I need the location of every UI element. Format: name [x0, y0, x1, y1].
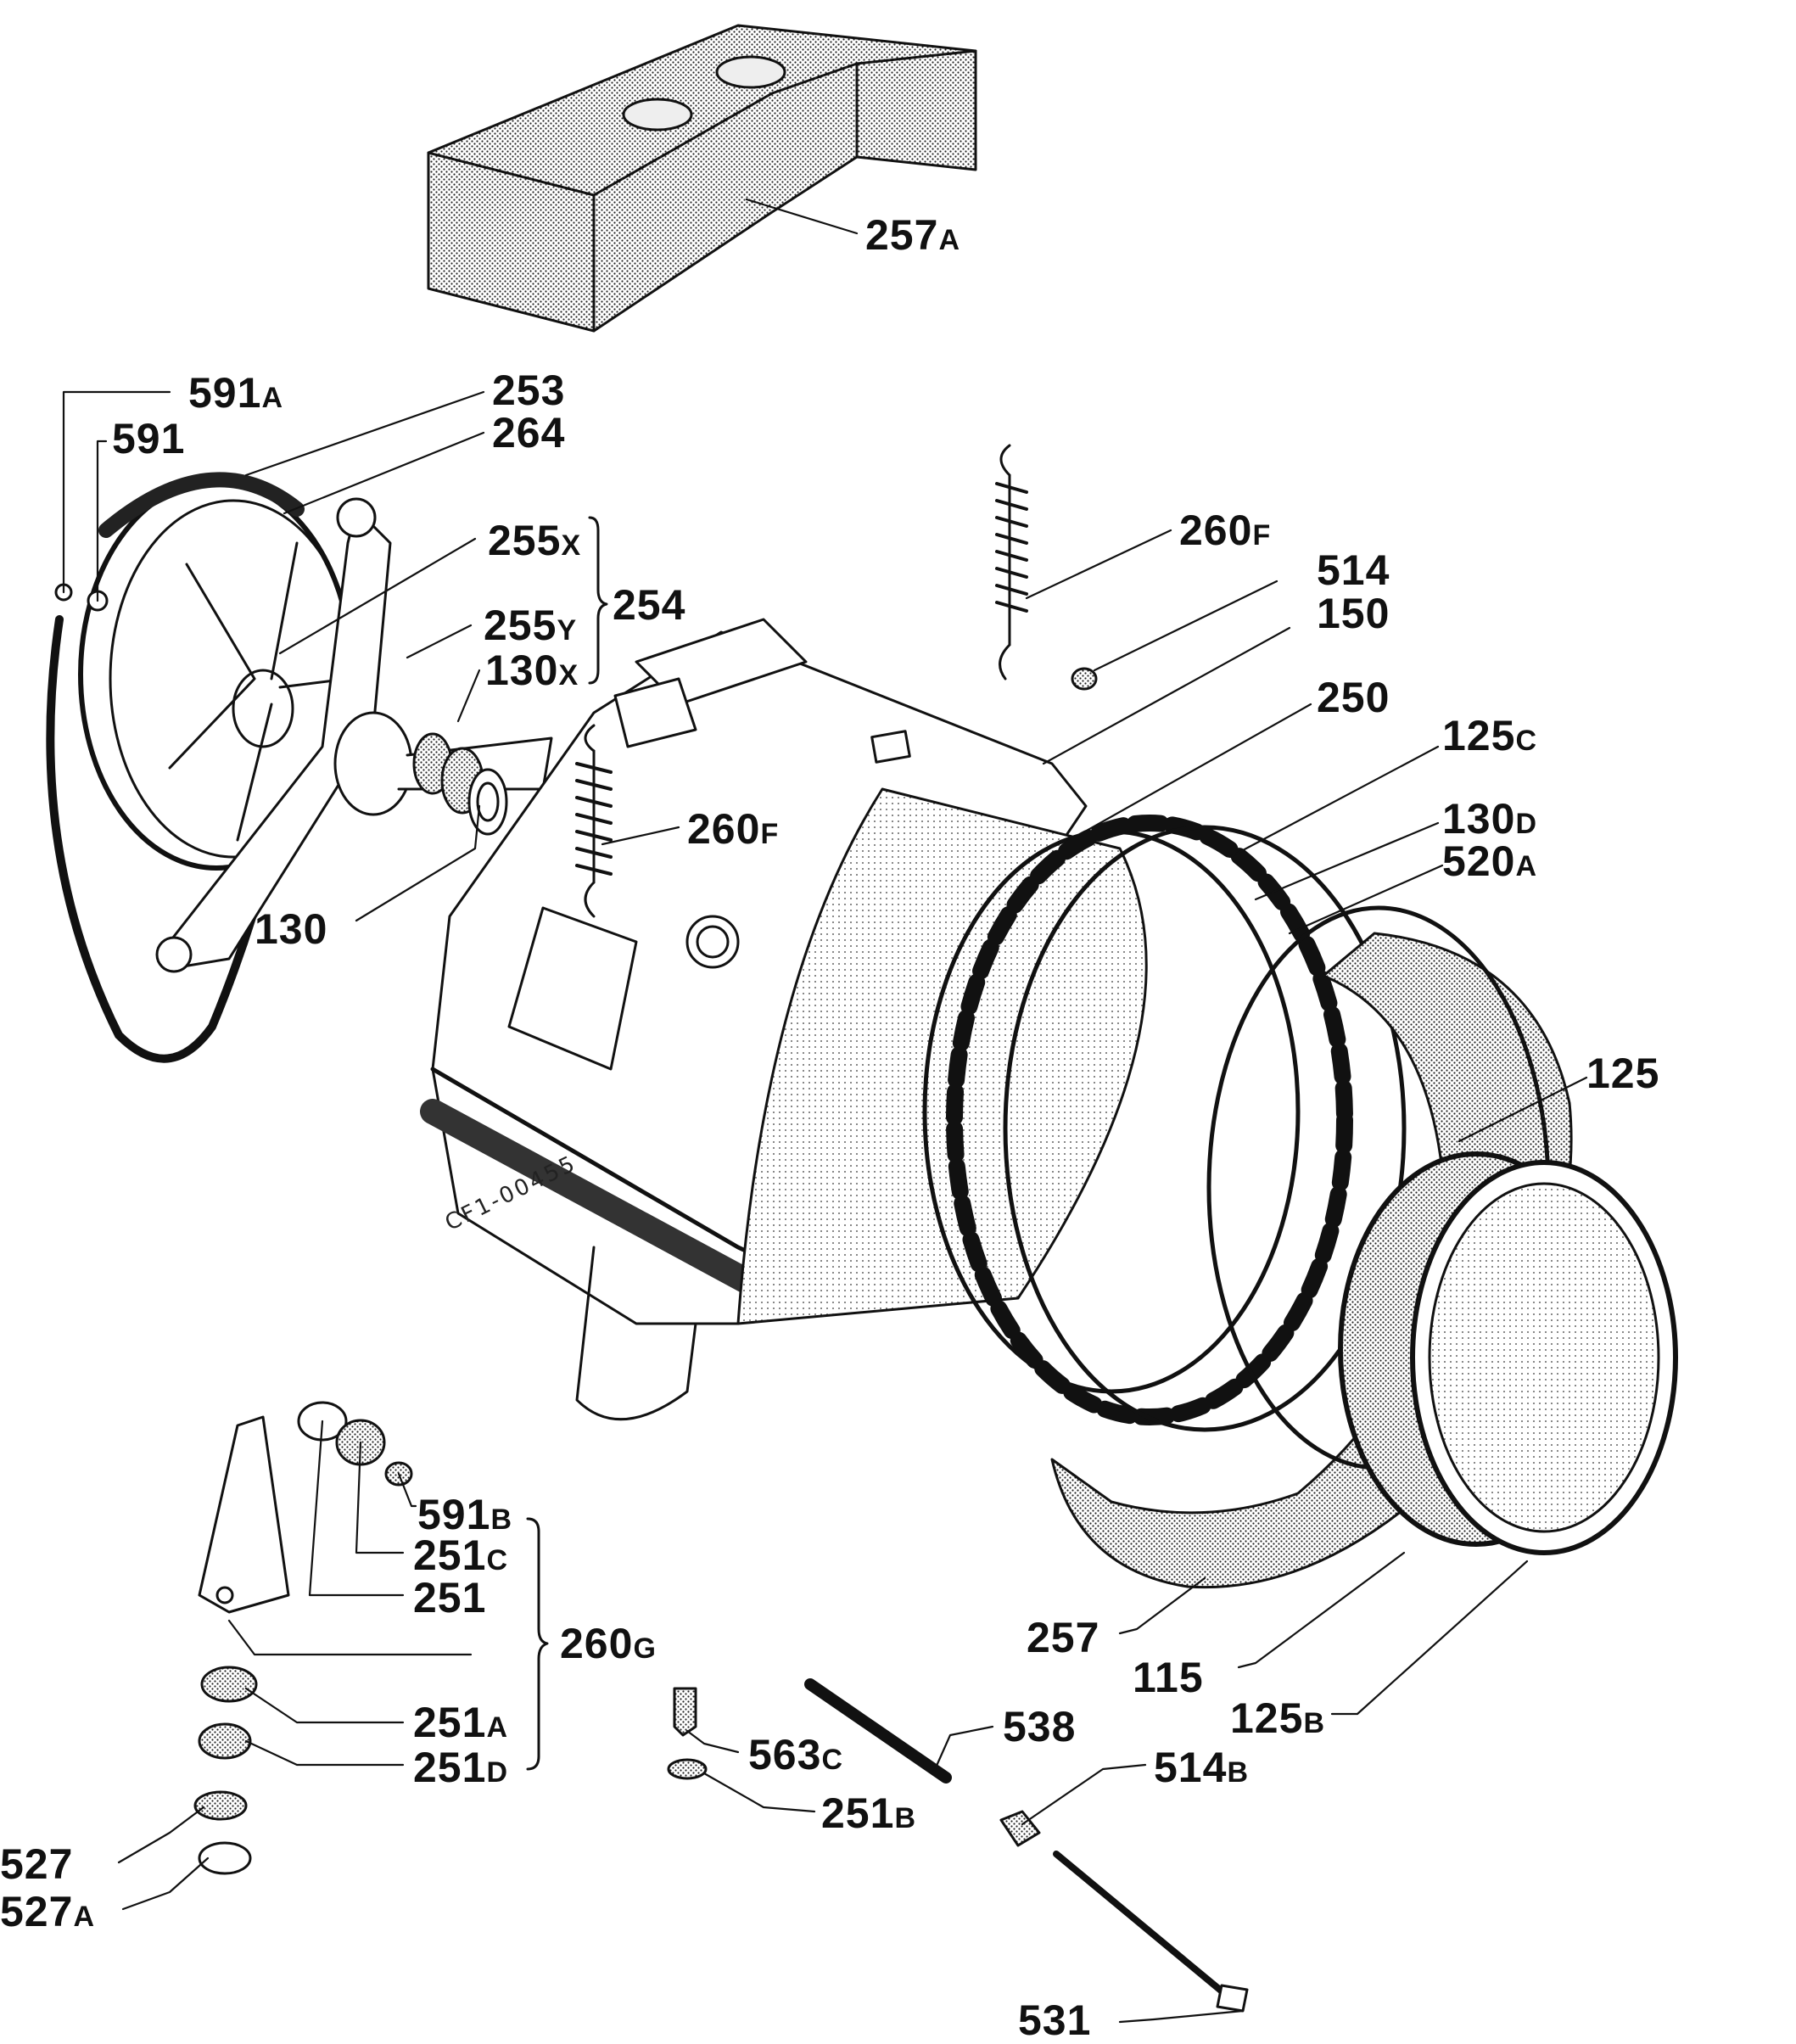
callout-115: 115 [1133, 1654, 1204, 1701]
tub-front-rings [922, 815, 1407, 1432]
callout-514b: 514B [1154, 1744, 1249, 1791]
callout-125c: 125C [1442, 712, 1537, 759]
counterweight-top-part [427, 24, 977, 333]
callout-130d: 130D [1442, 795, 1537, 843]
bush-251d [198, 1722, 252, 1760]
door-seal [1338, 1151, 1678, 1555]
callout-125b: 125B [1230, 1694, 1325, 1742]
callout-527: 527 [0, 1840, 74, 1888]
callout-264: 264 [492, 409, 566, 456]
callout-125: 125 [1586, 1050, 1660, 1097]
callout-130x: 130X [485, 647, 579, 694]
callout-531: 531 [1018, 1996, 1092, 2044]
rod-538 [804, 1678, 952, 1784]
bolt-531 [1053, 1851, 1234, 2002]
callout-251b: 251B [821, 1789, 916, 1837]
callout-253: 253 [492, 367, 566, 414]
washer-527a [198, 1841, 252, 1875]
nut-514b [999, 1810, 1041, 1847]
bush-251a [200, 1666, 258, 1703]
clip-527 [193, 1790, 248, 1821]
callout-150: 150 [1317, 590, 1390, 637]
callout-251c: 251C [413, 1532, 508, 1579]
callout-591a: 591A [188, 369, 283, 417]
bolt-563c [673, 1687, 697, 1737]
leader-lines [62, 198, 1588, 2024]
inner-drum [736, 787, 1148, 1325]
callout-260g: 260G [560, 1620, 657, 1667]
callout-260f-top: 260F [1179, 507, 1272, 554]
callout-257: 257 [1027, 1614, 1100, 1661]
callout-527a: 527A [0, 1888, 95, 1935]
plug-514 [1071, 667, 1098, 691]
callout-130: 130 [255, 905, 328, 953]
brace-254 [588, 516, 608, 685]
callout-260f-mid: 260F [687, 805, 780, 853]
callout-563c: 563C [748, 1731, 843, 1778]
callout-591b: 591B [417, 1491, 512, 1538]
washer-251b [667, 1758, 708, 1780]
callout-257a: 257A [865, 211, 960, 259]
callout-251a: 251A [413, 1699, 508, 1746]
callout-251d: 251D [413, 1744, 508, 1791]
damper-leg [198, 1415, 290, 1614]
callout-538: 538 [1003, 1703, 1077, 1750]
callout-591: 591 [112, 415, 186, 462]
callout-255x: 255X [488, 517, 582, 564]
callout-250: 250 [1317, 674, 1390, 721]
spring-260f-top [995, 444, 1028, 680]
callout-251: 251 [413, 1574, 487, 1621]
callout-254: 254 [613, 581, 686, 629]
callout-514: 514 [1317, 546, 1390, 594]
callout-255y: 255Y [484, 602, 578, 649]
spring-260f-mid [575, 724, 613, 918]
callout-520a: 520A [1442, 837, 1537, 885]
brace-260g [526, 1517, 549, 1771]
